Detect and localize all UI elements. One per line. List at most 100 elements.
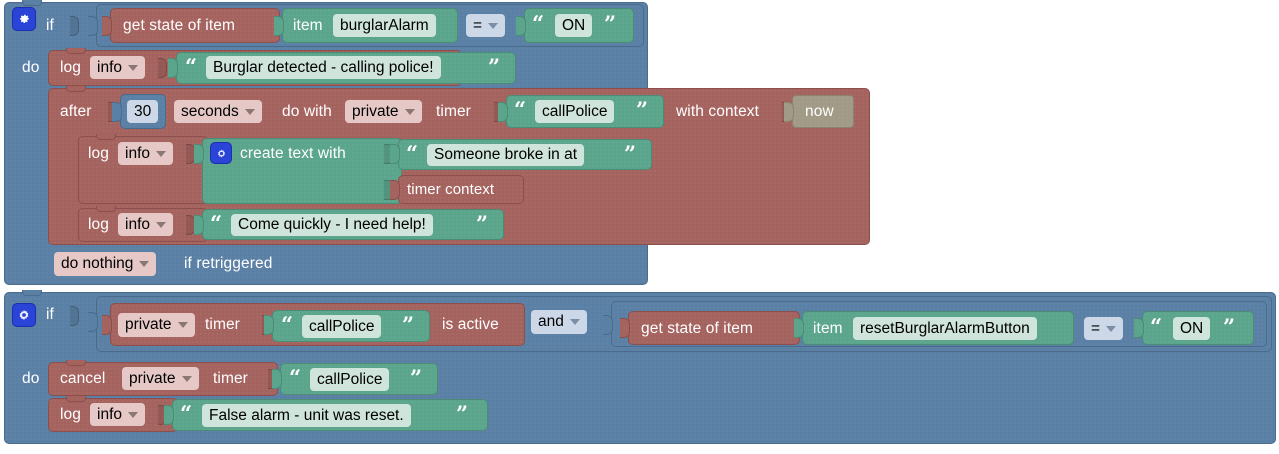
rule2-cancel-quote-open: “	[289, 365, 302, 390]
rule1-timer-name-notch	[498, 102, 508, 122]
rule2-condition-socket	[70, 306, 79, 326]
rule1-context-now-notch	[784, 102, 794, 122]
rule2-timer-name-field[interactable]: callPolice	[302, 315, 382, 338]
rule2-do-label: do	[22, 370, 40, 387]
rule1-after-label: after	[60, 103, 92, 120]
rule2-on-value: ON	[1180, 319, 1204, 337]
rule1-log1-quote-open: “	[185, 54, 198, 79]
rule2-get-state-block[interactable]	[628, 311, 800, 345]
rule1-log1-text: Burglar detected - calling police!	[213, 58, 434, 76]
rule1-text-piece1-field[interactable]: Someone broke in at	[427, 144, 585, 166]
rule1-text-piece1-quote-close: ”	[624, 141, 637, 166]
rule1-condition-socket	[70, 16, 79, 36]
rule1-after-log-a-label: log	[88, 145, 109, 162]
rule2-timer-name-value: callPolice	[309, 317, 375, 335]
rule2-get-state-label: get state of item	[641, 320, 753, 337]
rule1-log1-top-notch	[66, 48, 86, 54]
rule1-after-log-b-top-notch	[96, 206, 116, 212]
gear-icon[interactable]	[12, 7, 36, 31]
rule1-on-text-notch	[516, 16, 526, 36]
chevron-down-icon	[156, 221, 166, 228]
rule2-on-quote-open: “	[1150, 314, 1163, 339]
rule1-do-with-label: do with	[282, 103, 332, 120]
rule2-log-top-notch	[66, 396, 86, 402]
rule2-get-state-notch	[620, 318, 630, 338]
rule2-log-level: info	[97, 405, 122, 423]
rule1-unit-value: seconds	[181, 102, 239, 120]
rule2-cancel-timer-name-field[interactable]: callPolice	[310, 368, 390, 391]
rule2-log-level-dropdown[interactable]: info	[90, 403, 145, 426]
rule1-with-context-label: with context	[676, 103, 760, 120]
rule1-scope-value: private	[352, 102, 399, 120]
rule1-duration-value: 30	[134, 102, 152, 120]
chevron-down-icon	[139, 261, 150, 267]
rule1-scope-dropdown[interactable]: private	[345, 100, 422, 123]
rule1-on-value: ON	[562, 16, 586, 34]
rule2-operator-dropdown[interactable]: =	[1084, 317, 1124, 340]
rule1-log1-text-field[interactable]: Burglar detected - calling police!	[206, 56, 441, 79]
rule1-unit-dropdown[interactable]: seconds	[174, 100, 262, 123]
rule1-on-value-field[interactable]: ON	[555, 14, 593, 37]
rule1-item-notch	[274, 16, 284, 36]
rule1-log1-level-dropdown[interactable]: info	[90, 56, 145, 79]
rule2-item-label: item	[813, 320, 843, 337]
rule1-after-log-a-level-dropdown[interactable]: info	[118, 142, 173, 165]
rule1-timer-context-block[interactable]	[398, 175, 524, 204]
rule1-log1-level: info	[97, 58, 122, 76]
rule1-timer-quote-open: “	[514, 97, 527, 122]
rule1-get-state-block[interactable]	[110, 8, 280, 43]
rule1-log1-text-notch	[168, 58, 178, 78]
rule2-timer-name-notch	[264, 315, 274, 335]
chevron-down-icon	[177, 322, 188, 328]
rule1-create-text-label: create text with	[240, 145, 346, 162]
rule2-log-text-notch	[164, 405, 174, 425]
rule2-log-quote-close: ”	[456, 401, 469, 426]
rule1-log1-quote-close: ”	[488, 54, 501, 79]
rule2-cancel-timer-name-notch	[272, 369, 282, 389]
rule1-item-label: item	[293, 17, 323, 34]
rule2-boolean-operator-value: and	[538, 313, 564, 330]
rule2-timer-quote-close: ”	[402, 312, 415, 337]
rule1-on-quote-close: ”	[604, 11, 617, 36]
rule1-timer-name-field[interactable]: callPolice	[535, 100, 615, 123]
rule1-context-now-block[interactable]	[792, 95, 854, 128]
gear-icon[interactable]	[210, 142, 232, 164]
rule1-create-text-block[interactable]	[202, 138, 402, 204]
rule2-cancel-timer-label: timer	[213, 370, 248, 387]
rule2-timer-active-notch	[102, 315, 112, 335]
rule1-duration-field[interactable]: 30	[127, 100, 159, 123]
rule1-get-state-notch	[102, 16, 112, 36]
rule1-do-label: do	[22, 59, 40, 76]
rule2-item-value-field[interactable]: resetBurglarAlarmButton	[853, 317, 1037, 340]
chevron-down-icon	[404, 108, 415, 115]
rule1-after-log-b-label: log	[88, 216, 109, 233]
rule1-log1-label: log	[60, 59, 81, 76]
gear-icon[interactable]	[12, 303, 36, 327]
chevron-down-icon	[244, 108, 255, 115]
rule2-boolean-operator-dropdown[interactable]: and	[531, 310, 587, 334]
rule2-cancel-scope-dropdown[interactable]: private	[122, 367, 199, 390]
chevron-down-icon	[1106, 325, 1117, 332]
rule2-log-quote-open: “	[180, 401, 193, 426]
rule1-after-log-b-level-dropdown[interactable]: info	[118, 213, 173, 236]
rule1-after-log-a-level: info	[125, 144, 150, 162]
rule1-create-text-notch	[194, 144, 204, 164]
rule1-timer-label: timer	[436, 103, 471, 120]
rule1-timer-context-notch	[390, 180, 400, 200]
rule2-log-text-field[interactable]: False alarm - unit was reset.	[202, 404, 411, 427]
rule1-retrigger-mode: do nothing	[61, 255, 134, 272]
rule2-cancel-scope-value: private	[129, 369, 176, 387]
rule1-operator-value: =	[473, 16, 483, 34]
rule1-log-b-text-notch	[194, 215, 204, 235]
rule2-scope-value: private	[125, 316, 172, 333]
rule2-scope-dropdown[interactable]: private	[118, 313, 195, 337]
rule1-retrigger-dropdown[interactable]: do nothing	[54, 252, 157, 276]
rule1-log-b-text-field[interactable]: Come quickly - I need help!	[231, 214, 433, 236]
rule1-operator-dropdown[interactable]: =	[466, 14, 506, 37]
rule2-cancel-quote-close: ”	[410, 365, 423, 390]
rule1-text-piece1-quote-open: “	[406, 141, 419, 166]
rule2-on-value-field[interactable]: ON	[1173, 317, 1211, 340]
rule1-item-value-field[interactable]: burglarAlarm	[333, 14, 436, 37]
rule2-item-notch	[794, 318, 804, 338]
